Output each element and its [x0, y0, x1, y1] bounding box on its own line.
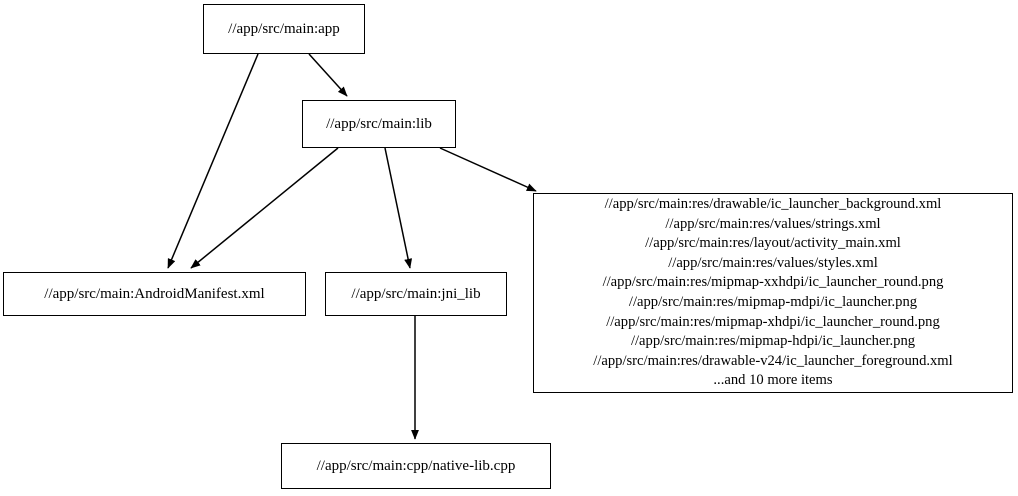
graph-node-res-bundle-label: //app/src/main:res/drawable/ic_launcher_…: [593, 196, 953, 389]
edge-lib-to-jni-lib: [384, 147, 413, 269]
edge-app-to-lib: [308, 53, 348, 97]
graph-node-native-lib-label: //app/src/main:cpp/native-lib.cpp: [316, 457, 516, 474]
graph-node-res-bundle[interactable]: //app/src/main:res/drawable/ic_launcher_…: [533, 193, 1013, 393]
graph-node-app[interactable]: //app/src/main:app: [203, 4, 365, 54]
graph-node-native-lib[interactable]: //app/src/main:cpp/native-lib.cpp: [281, 443, 551, 489]
edge-lib-to-androidmanifest: [190, 147, 339, 269]
graph-node-androidmanifest-label: //app/src/main:AndroidManifest.xml: [44, 285, 265, 302]
graph-node-app-label: //app/src/main:app: [228, 20, 340, 37]
graph-node-lib[interactable]: //app/src/main:lib: [302, 100, 456, 148]
edge-lib-to-res-bundle: [439, 147, 537, 192]
graph-node-jni-lib[interactable]: //app/src/main:jni_lib: [325, 272, 507, 316]
graph-node-lib-label: //app/src/main:lib: [326, 115, 432, 132]
graph-node-jni-lib-label: //app/src/main:jni_lib: [351, 285, 481, 302]
edge-app-to-androidmanifest: [167, 53, 259, 269]
graph-node-androidmanifest[interactable]: //app/src/main:AndroidManifest.xml: [3, 272, 306, 316]
